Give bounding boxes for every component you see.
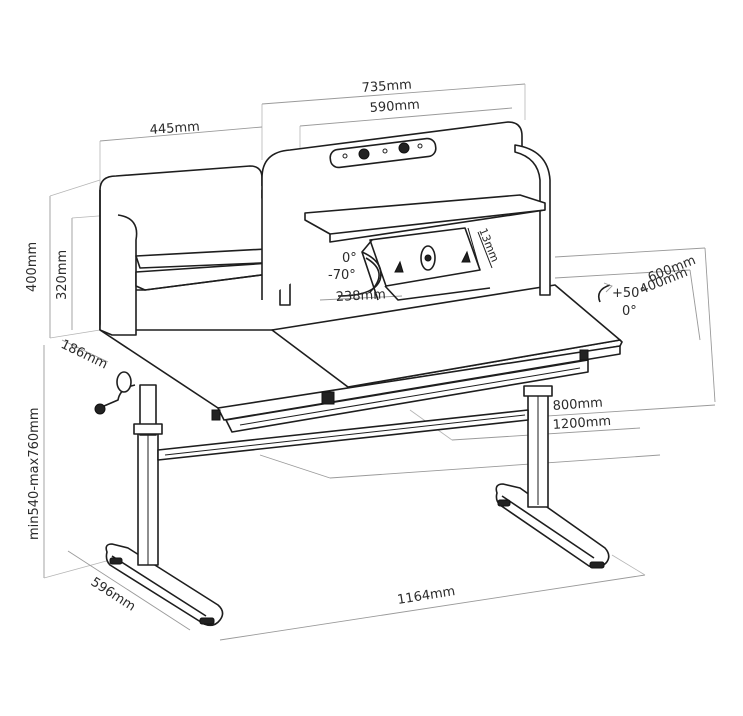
label-596mm: 596mm: [88, 575, 138, 615]
crossbar: [157, 409, 529, 461]
label-238mm: 238mm: [335, 287, 386, 305]
hutch: [261, 121, 551, 301]
label-800mm: 800mm: [552, 396, 603, 414]
label-400mm-vertical: 400mm: [25, 242, 40, 292]
base-foot-right: [495, 483, 610, 569]
label-angle-0-shelf: 0°: [342, 251, 357, 266]
label-angle-plus50: +50°: [612, 286, 646, 301]
label-height-range: min540-max760mm: [27, 408, 42, 540]
desk-angle-indicator: [597, 282, 613, 303]
leg-left: [133, 384, 163, 566]
base-foot-left: [105, 543, 224, 627]
label-320mm-vertical: 320mm: [55, 250, 70, 300]
label-1200mm: 1200mm: [552, 414, 611, 433]
label-angle-minus70: -70°: [328, 268, 356, 283]
label-1164mm: 1164mm: [396, 584, 456, 608]
shelf-angle-indicator: [337, 251, 382, 297]
label-186mm: 186mm: [58, 337, 110, 372]
label-13mm: 13mm: [476, 226, 501, 264]
crank-handle: [94, 371, 136, 415]
label-735mm: 735mm: [361, 78, 412, 96]
label-445mm: 445mm: [149, 120, 200, 138]
leg-right: [523, 385, 553, 508]
label-angle-0-desk: 0°: [622, 304, 637, 319]
desk-top: [99, 284, 623, 433]
label-590mm: 590mm: [369, 98, 420, 116]
